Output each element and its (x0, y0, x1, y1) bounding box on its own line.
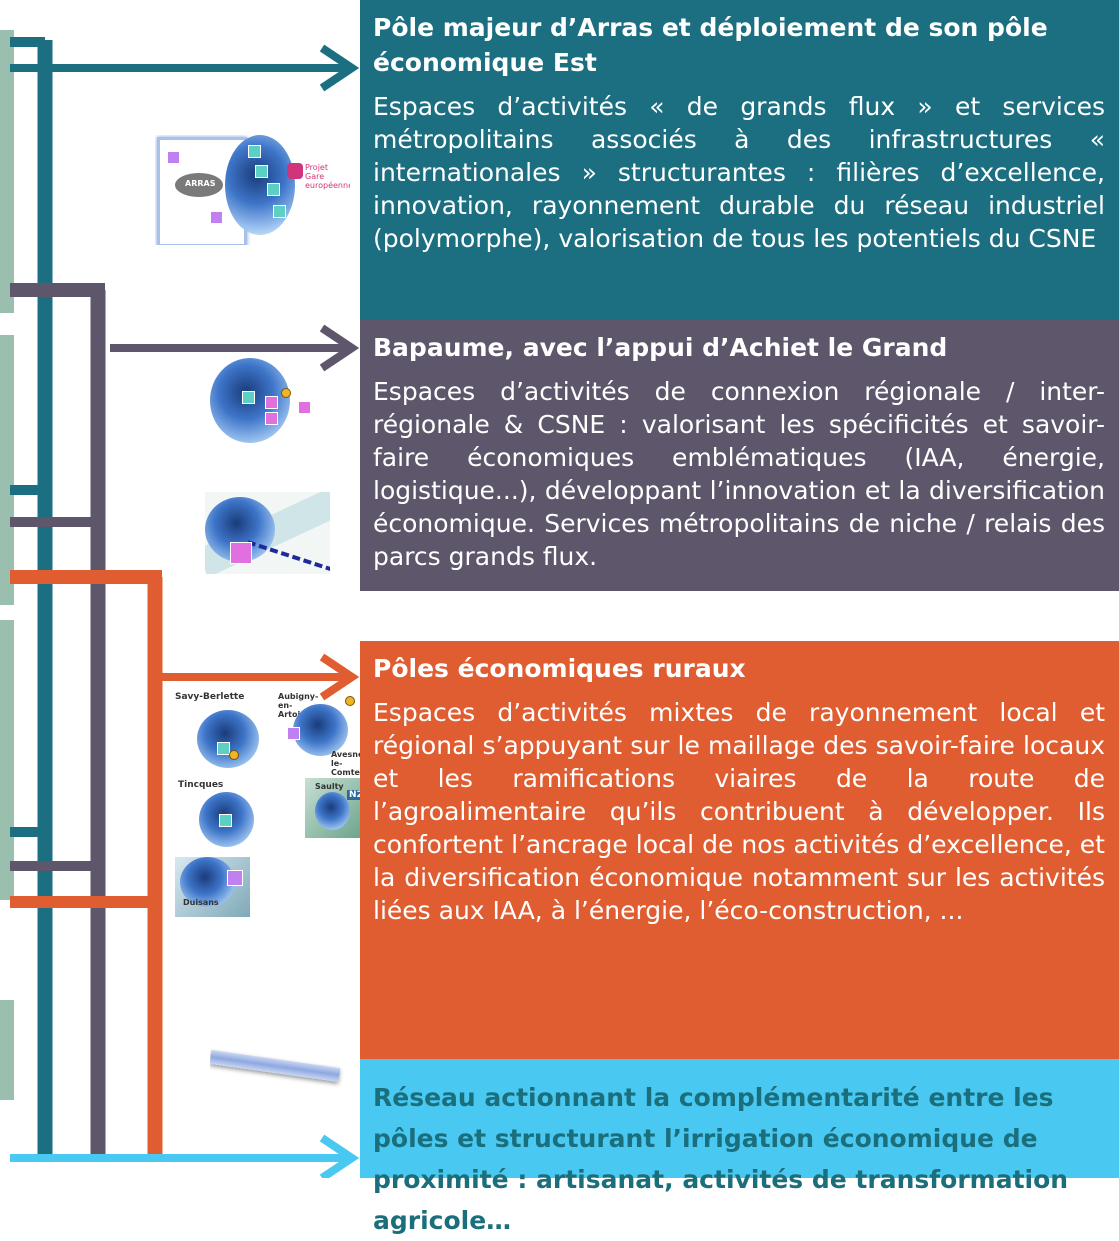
achiet-map-thumbnail (205, 492, 330, 574)
rural-poles-map-thumbnail: Savy-Berlette Aubigny-en-Artois Avesnes-… (175, 692, 365, 917)
panel-title: Pôles économiques ruraux (373, 654, 746, 683)
purple-arrowhead (319, 324, 360, 372)
aubigny-label: Aubigny-en-Artois (278, 692, 319, 719)
panel-rural-poles: Pôles économiques ruraux Espaces d’activ… (360, 641, 1119, 1059)
marker-dot (345, 696, 355, 706)
panel-body: Espaces d’activités de connexion régiona… (373, 377, 1105, 571)
marker-square (265, 396, 278, 409)
marker-square (217, 742, 230, 755)
marker-square (255, 165, 268, 178)
sidebar-segment (0, 30, 14, 313)
tincques-label: Tincques (178, 780, 224, 790)
sidebar-segment (0, 335, 14, 605)
duisans-label: Duisans (183, 898, 219, 907)
bapaume-map-thumbnail (205, 358, 315, 446)
arras-label: ARRAS (185, 179, 216, 188)
sidebar-segment (0, 620, 14, 900)
panel-arras: Pôle majeur d’Arras et déploiement de so… (360, 0, 1119, 334)
marker-square (298, 401, 311, 414)
network-legend-thumbnail (210, 1045, 345, 1090)
marker-square (265, 412, 278, 425)
panel-title: Bapaume, avec l’appui d’Achiet le Grand (373, 333, 948, 362)
train-icon (287, 163, 303, 179)
connector-diagram (0, 30, 360, 1178)
arras-centre (175, 173, 223, 197)
sidebar-segment (0, 1000, 14, 1100)
panel-body: Espaces d’activités mixtes de rayonnemen… (373, 698, 1105, 925)
marker-square (167, 151, 180, 164)
marker-square (267, 183, 280, 196)
duisans-blob (180, 857, 235, 907)
marker-square (230, 542, 252, 564)
aubigny-blob (293, 704, 348, 756)
network-bar (210, 1050, 341, 1082)
marker-square (287, 727, 300, 740)
arras-map-thumbnail: ARRAS Projet Gare européenne (155, 135, 350, 245)
saulty-label: Saulty (315, 782, 344, 791)
marker-square (248, 145, 261, 158)
gare-label: Projet Gare européenne (305, 163, 350, 190)
teal-arrowhead (319, 44, 360, 92)
saulty-blob (315, 792, 350, 830)
panel-body: Espaces d’activités « de grands flux » e… (373, 92, 1105, 253)
rail-line (245, 540, 330, 574)
panel-title: Pôle majeur d’Arras et déploiement de so… (373, 13, 1048, 77)
marker-square (242, 391, 255, 404)
avesnes-label: Avesnes-le-Comte (331, 750, 365, 777)
marker-dot (229, 750, 239, 760)
panel-title: Réseau actionnant la complémentarité ent… (373, 1083, 1069, 1235)
orange-arrowhead (319, 653, 360, 701)
marker-dot (281, 388, 291, 398)
cyan-arrowhead (319, 1134, 360, 1178)
panel-network: Réseau actionnant la complémentarité ent… (360, 1059, 1119, 1235)
marker-square (210, 211, 223, 224)
marker-square (227, 870, 243, 886)
savy-label: Savy-Berlette (175, 692, 245, 702)
marker-square (219, 814, 232, 827)
panel-bapaume: Bapaume, avec l’appui d’Achiet le Grand … (360, 320, 1119, 591)
n25-label: N25 (347, 790, 365, 800)
savy-blob (197, 710, 259, 768)
marker-square (273, 205, 286, 218)
